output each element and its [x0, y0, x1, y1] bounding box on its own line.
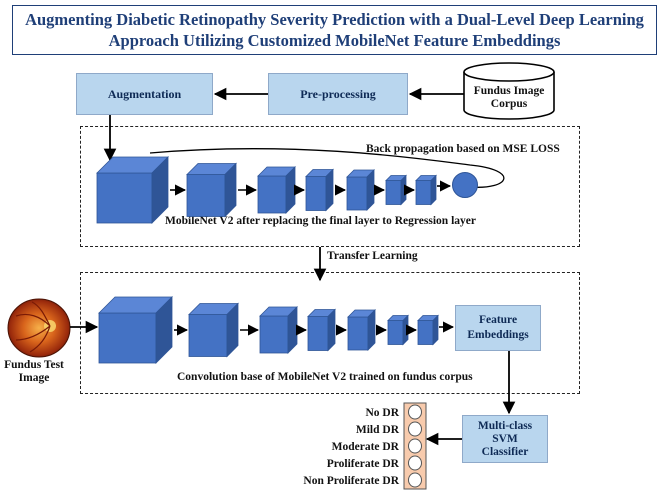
top-layer-2 [186, 162, 237, 218]
class-output-node [408, 421, 422, 437]
fundus-corpus-database-icon [463, 62, 555, 120]
backprop-curve [149, 148, 505, 188]
bottom-layer-4 [307, 308, 336, 352]
bottom-network-layers [98, 296, 455, 364]
class-label: Proliferate DR [327, 458, 400, 470]
class-label: Mild DR [356, 424, 400, 436]
feature-embeddings-box: Feature Embeddings [455, 305, 541, 351]
bottom-layer-7 [417, 314, 439, 346]
fundus-test-image-label: Fundus Test Image [4, 359, 64, 384]
transfer-learning-label: Transfer Learning [327, 250, 418, 262]
class-label: Non Proliferate DR [303, 475, 399, 487]
corpus-label-line-2: Corpus [491, 98, 528, 110]
class-output-node [408, 455, 422, 471]
class-output-node [408, 404, 422, 420]
top-layer-1 [96, 156, 169, 224]
top-layer-6 [385, 174, 407, 206]
bottom-layer-1 [98, 296, 173, 364]
svm-classifier-label: Multi-class SVM Classifier [477, 419, 533, 458]
bottom-layer-2 [188, 302, 239, 358]
regression-model-caption: MobileNet V2 after replacing the final l… [165, 215, 476, 227]
top-network-layers [96, 156, 452, 224]
class-output-node [408, 438, 422, 454]
bottom-layer-6 [387, 314, 409, 346]
backprop-label: Back propagation based on MSE LOSS [366, 143, 560, 155]
class-label: No DR [365, 407, 399, 419]
bottom-layer-5 [347, 309, 376, 351]
top-layer-4 [305, 168, 334, 212]
top-layer-3 [257, 166, 296, 214]
convolution-base-caption: Convolution base of MobileNet V2 trained… [177, 371, 473, 383]
feature-embeddings-label: Feature Embeddings [467, 314, 529, 341]
convolution-base-box [80, 272, 580, 394]
fundus-test-image [7, 298, 71, 358]
svm-classifier-box: Multi-class SVM Classifier [462, 415, 548, 463]
preprocessing-box: Pre-processing [268, 73, 408, 115]
bottom-layer-3 [259, 306, 298, 354]
class-output-list: No DR Mild DR Moderate DR Proliferate DR Non… [303, 404, 422, 488]
class-output-node [408, 472, 422, 488]
diagram-title: Augmenting Diabetic Retinopathy Severity… [25, 10, 644, 50]
regression-model-box [80, 126, 580, 247]
title-box: Augmenting Diabetic Retinopathy Severity… [12, 5, 657, 55]
top-layer-7 [415, 174, 437, 206]
class-label: Moderate DR [332, 441, 400, 453]
top-layer-5 [346, 169, 375, 211]
augmentation-box: Augmentation [76, 73, 213, 115]
corpus-label-line-1: Fundus Image [474, 85, 545, 97]
regression-output-node [452, 172, 478, 198]
